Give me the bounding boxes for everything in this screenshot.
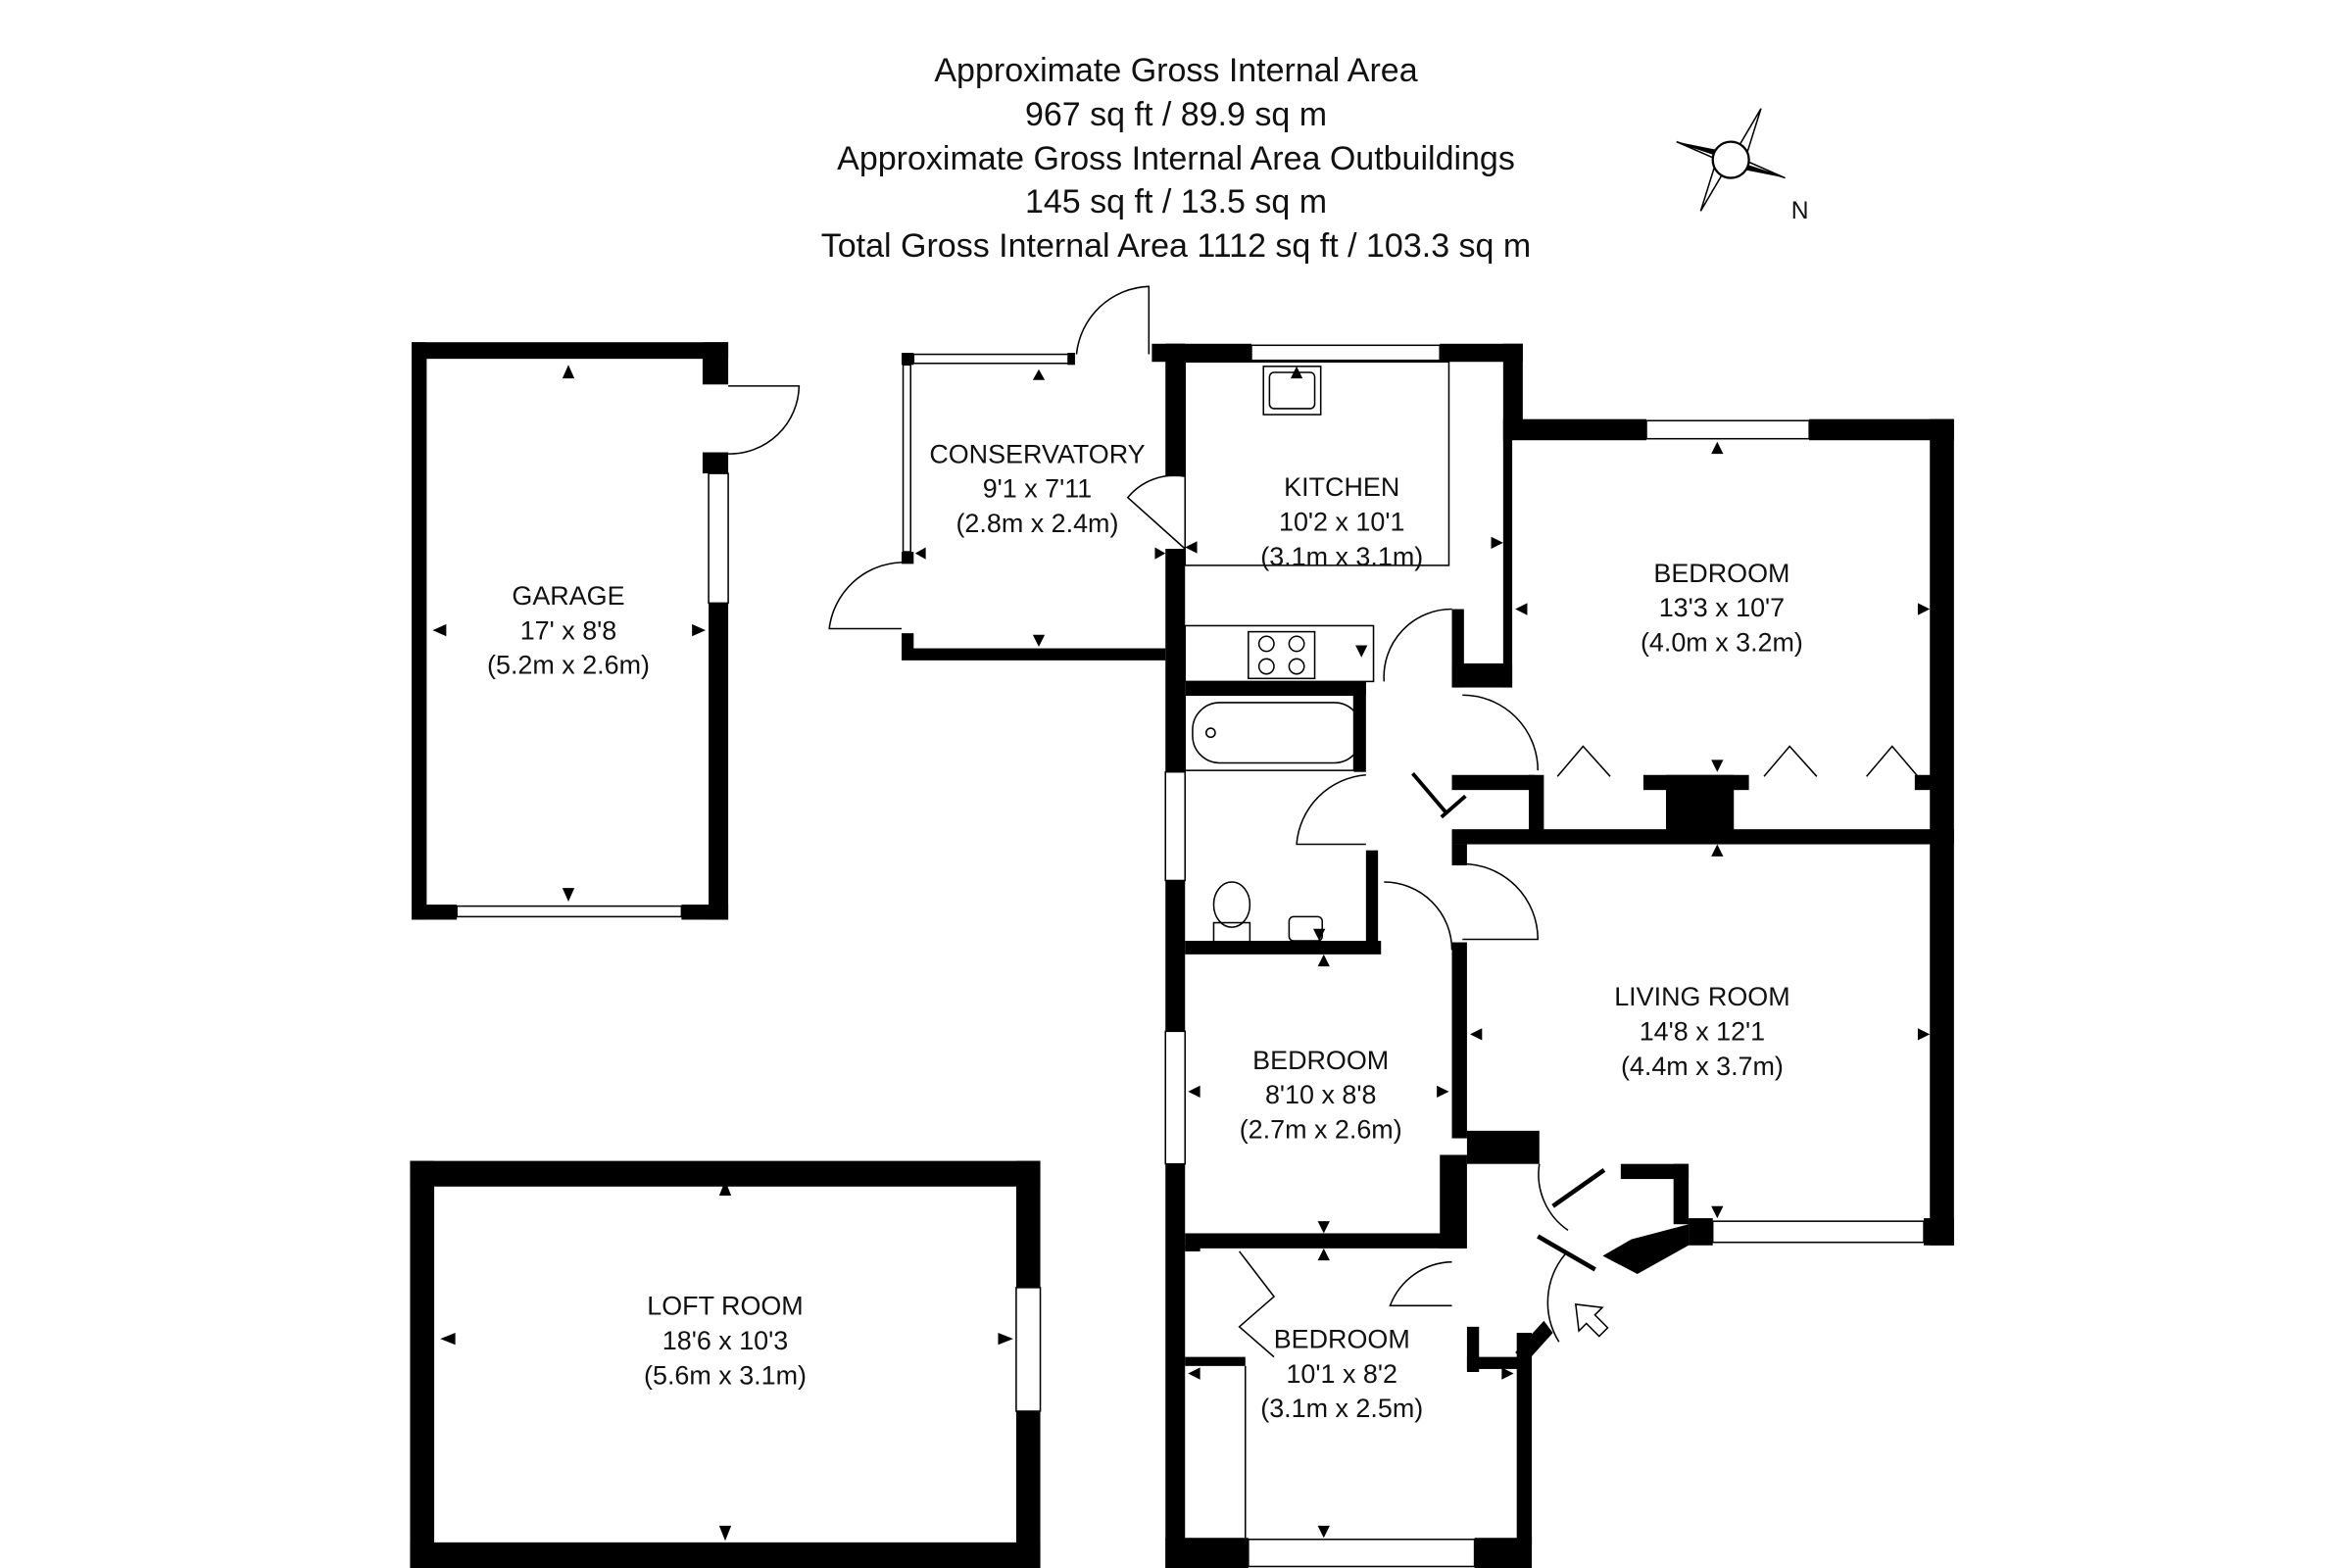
area-outbuildings-value: 145 sq ft / 13.5 sq m <box>1024 183 1328 220</box>
svg-text:LIVING ROOM: LIVING ROOM <box>1614 982 1789 1011</box>
bathroom-fixtures <box>1184 694 1362 944</box>
main-house-walls <box>1152 343 1954 1568</box>
svg-text:10'2 x 10'1: 10'2 x 10'1 <box>1279 508 1404 537</box>
room-kitchen-label: KITCHEN 10'2 x 10'1 (3.1m x 3.1m) <box>1260 472 1423 571</box>
room-living-label: LIVING ROOM 14'8 x 12'1 (4.4m x 3.7m) <box>1614 982 1789 1081</box>
entrance-arrow-icon <box>1574 1303 1609 1338</box>
dimension-arrows <box>1185 366 1931 1539</box>
kitchen-fixtures <box>1184 361 1450 683</box>
room-conservatory-label: CONSERVATORY 9'1 x 7'11 (2.8m x 2.4m) <box>929 439 1145 538</box>
svg-text:(4.0m x 3.2m): (4.0m x 3.2m) <box>1641 628 1803 658</box>
room-garage-label: GARAGE 17' x 8'8 (5.2m x 2.6m) <box>487 581 650 680</box>
svg-text:BEDROOM: BEDROOM <box>1274 1324 1410 1353</box>
svg-text:(4.4m x 3.7m): (4.4m x 3.7m) <box>1621 1052 1784 1081</box>
area-outbuildings-title: Approximate Gross Internal Area Outbuild… <box>837 140 1515 177</box>
area-total: Total Gross Internal Area 1112 sq ft / 1… <box>820 227 1532 265</box>
svg-text:BEDROOM: BEDROOM <box>1252 1046 1389 1075</box>
svg-text:8'10 x 8'8: 8'10 x 8'8 <box>1265 1080 1377 1109</box>
svg-text:KITCHEN: KITCHEN <box>1284 472 1399 502</box>
room-bedroom-1-label: BEDROOM 13'3 x 10'7 (4.0m x 3.2m) <box>1641 559 1803 658</box>
garage <box>412 342 801 920</box>
svg-text:(3.1m x 2.5m): (3.1m x 2.5m) <box>1260 1394 1423 1423</box>
svg-text:LOFT ROOM: LOFT ROOM <box>647 1292 803 1321</box>
conservatory <box>828 285 1166 661</box>
svg-text:(5.2m x 2.6m): (5.2m x 2.6m) <box>487 651 650 680</box>
svg-text:10'1 x 8'2: 10'1 x 8'2 <box>1286 1359 1397 1389</box>
svg-text:17' x 8'8: 17' x 8'8 <box>520 615 617 645</box>
area-title: Approximate Gross Internal Area <box>934 52 1418 89</box>
svg-text:14'8 x 12'1: 14'8 x 12'1 <box>1640 1017 1765 1047</box>
svg-text:13'3 x 10'7: 13'3 x 10'7 <box>1659 593 1785 622</box>
svg-text:18'6 x 10'3: 18'6 x 10'3 <box>662 1326 788 1355</box>
room-bedroom-2-label: BEDROOM 8'10 x 8'8 (2.7m x 2.6m) <box>1240 1046 1402 1145</box>
door-swings <box>1126 474 1919 1539</box>
svg-text:GARAGE: GARAGE <box>512 581 624 611</box>
svg-text:CONSERVATORY: CONSERVATORY <box>929 439 1145 468</box>
loft-room <box>410 1160 1042 1568</box>
svg-text:BEDROOM: BEDROOM <box>1653 559 1789 588</box>
room-bedroom-3-label: BEDROOM 10'1 x 8'2 (3.1m x 2.5m) <box>1260 1324 1423 1423</box>
svg-text:(3.1m x 3.1m): (3.1m x 3.1m) <box>1260 542 1423 571</box>
svg-text:(2.8m x 2.4m): (2.8m x 2.4m) <box>956 509 1118 538</box>
svg-text:9'1 x 7'11: 9'1 x 7'11 <box>983 474 1093 504</box>
compass-north-label: N <box>1791 198 1809 224</box>
compass-rose-icon <box>1676 108 1786 212</box>
svg-text:(5.6m x 3.1m): (5.6m x 3.1m) <box>644 1360 807 1390</box>
area-main-value: 967 sq ft / 89.9 sq m <box>1024 96 1328 133</box>
svg-text:(2.7m x 2.6m): (2.7m x 2.6m) <box>1240 1115 1402 1145</box>
room-loft-label: LOFT ROOM 18'6 x 10'3 (5.6m x 3.1m) <box>644 1292 807 1391</box>
